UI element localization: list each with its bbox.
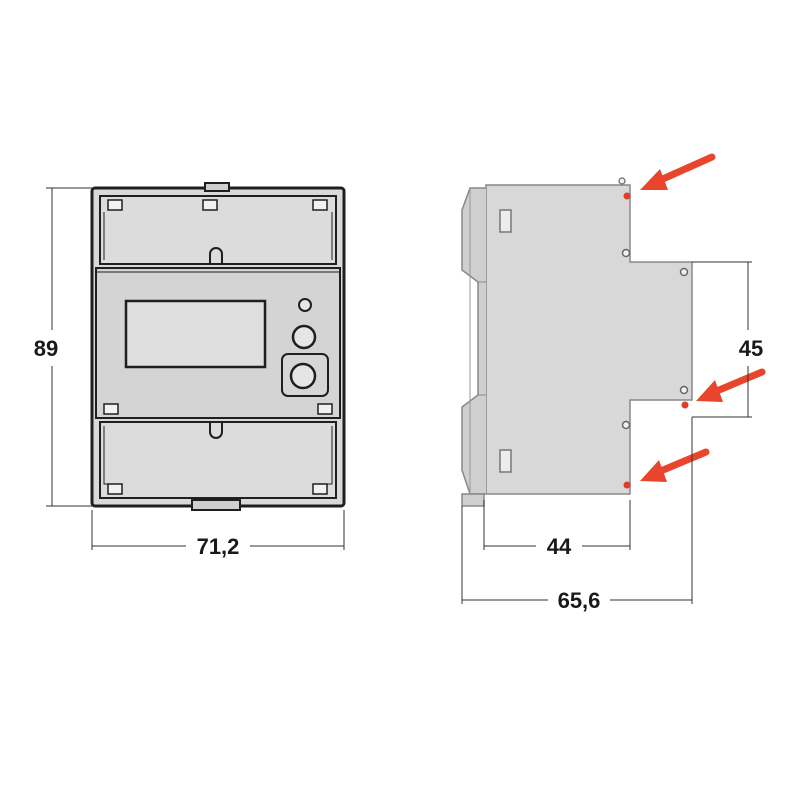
bottom-right-screw-slot xyxy=(312,483,328,495)
side-screw-a xyxy=(621,248,631,258)
side-view xyxy=(461,177,693,507)
top-mid-screw-slot xyxy=(202,199,218,211)
bottom-left-screw-slot xyxy=(107,483,123,495)
depth-front-label: 44 xyxy=(547,534,572,559)
front-height-label: 89 xyxy=(34,336,58,361)
side-bottom-foot xyxy=(461,493,485,507)
dimension-front-width: 71,2 xyxy=(91,510,345,559)
side-upper-slot xyxy=(499,209,512,233)
side-screw-d xyxy=(621,420,631,430)
front-width-label: 71,2 xyxy=(197,534,240,559)
red-arrows xyxy=(640,153,766,482)
din-rail-clip xyxy=(461,187,486,495)
red-screw-point-middle xyxy=(681,401,689,409)
red-screw-point-top xyxy=(623,192,631,200)
dimension-depth-total: 65,6 xyxy=(461,417,693,613)
led-indicator xyxy=(298,298,312,312)
side-screw-top xyxy=(618,177,626,185)
bottom-clip-tab xyxy=(191,499,241,511)
side-lower-slot xyxy=(499,449,512,473)
depth-total-label: 65,6 xyxy=(558,588,601,613)
top-right-screw-slot xyxy=(312,199,328,211)
upper-button xyxy=(291,324,317,350)
front-view xyxy=(90,182,346,511)
dimension-step-height: 45 xyxy=(692,261,763,418)
red-screw-point-bottom xyxy=(623,481,631,489)
lower-button xyxy=(289,362,317,390)
dimension-front-height: 89 xyxy=(34,187,92,507)
arrow-bottom-icon xyxy=(640,448,710,482)
top-left-screw-slot xyxy=(107,199,123,211)
bottom-right-vent xyxy=(324,426,333,485)
top-terminal-cover xyxy=(99,195,337,265)
mid-right-notch xyxy=(317,403,333,415)
top-clip-tab xyxy=(204,182,230,192)
bottom-terminal-cover xyxy=(99,421,337,499)
bottom-left-vent xyxy=(103,426,112,485)
bottom-seal-hook xyxy=(209,422,223,439)
side-screw-b xyxy=(679,267,689,277)
mid-left-notch xyxy=(103,403,119,415)
side-screw-c xyxy=(679,385,689,395)
dimension-depth-front: 44 xyxy=(483,500,631,559)
lcd-display xyxy=(124,299,267,369)
arrow-top-icon xyxy=(640,153,716,190)
step-height-label: 45 xyxy=(739,336,763,361)
top-seal-hook xyxy=(209,247,223,264)
side-housing-outline xyxy=(485,184,693,495)
arrow-middle-icon xyxy=(696,368,766,402)
